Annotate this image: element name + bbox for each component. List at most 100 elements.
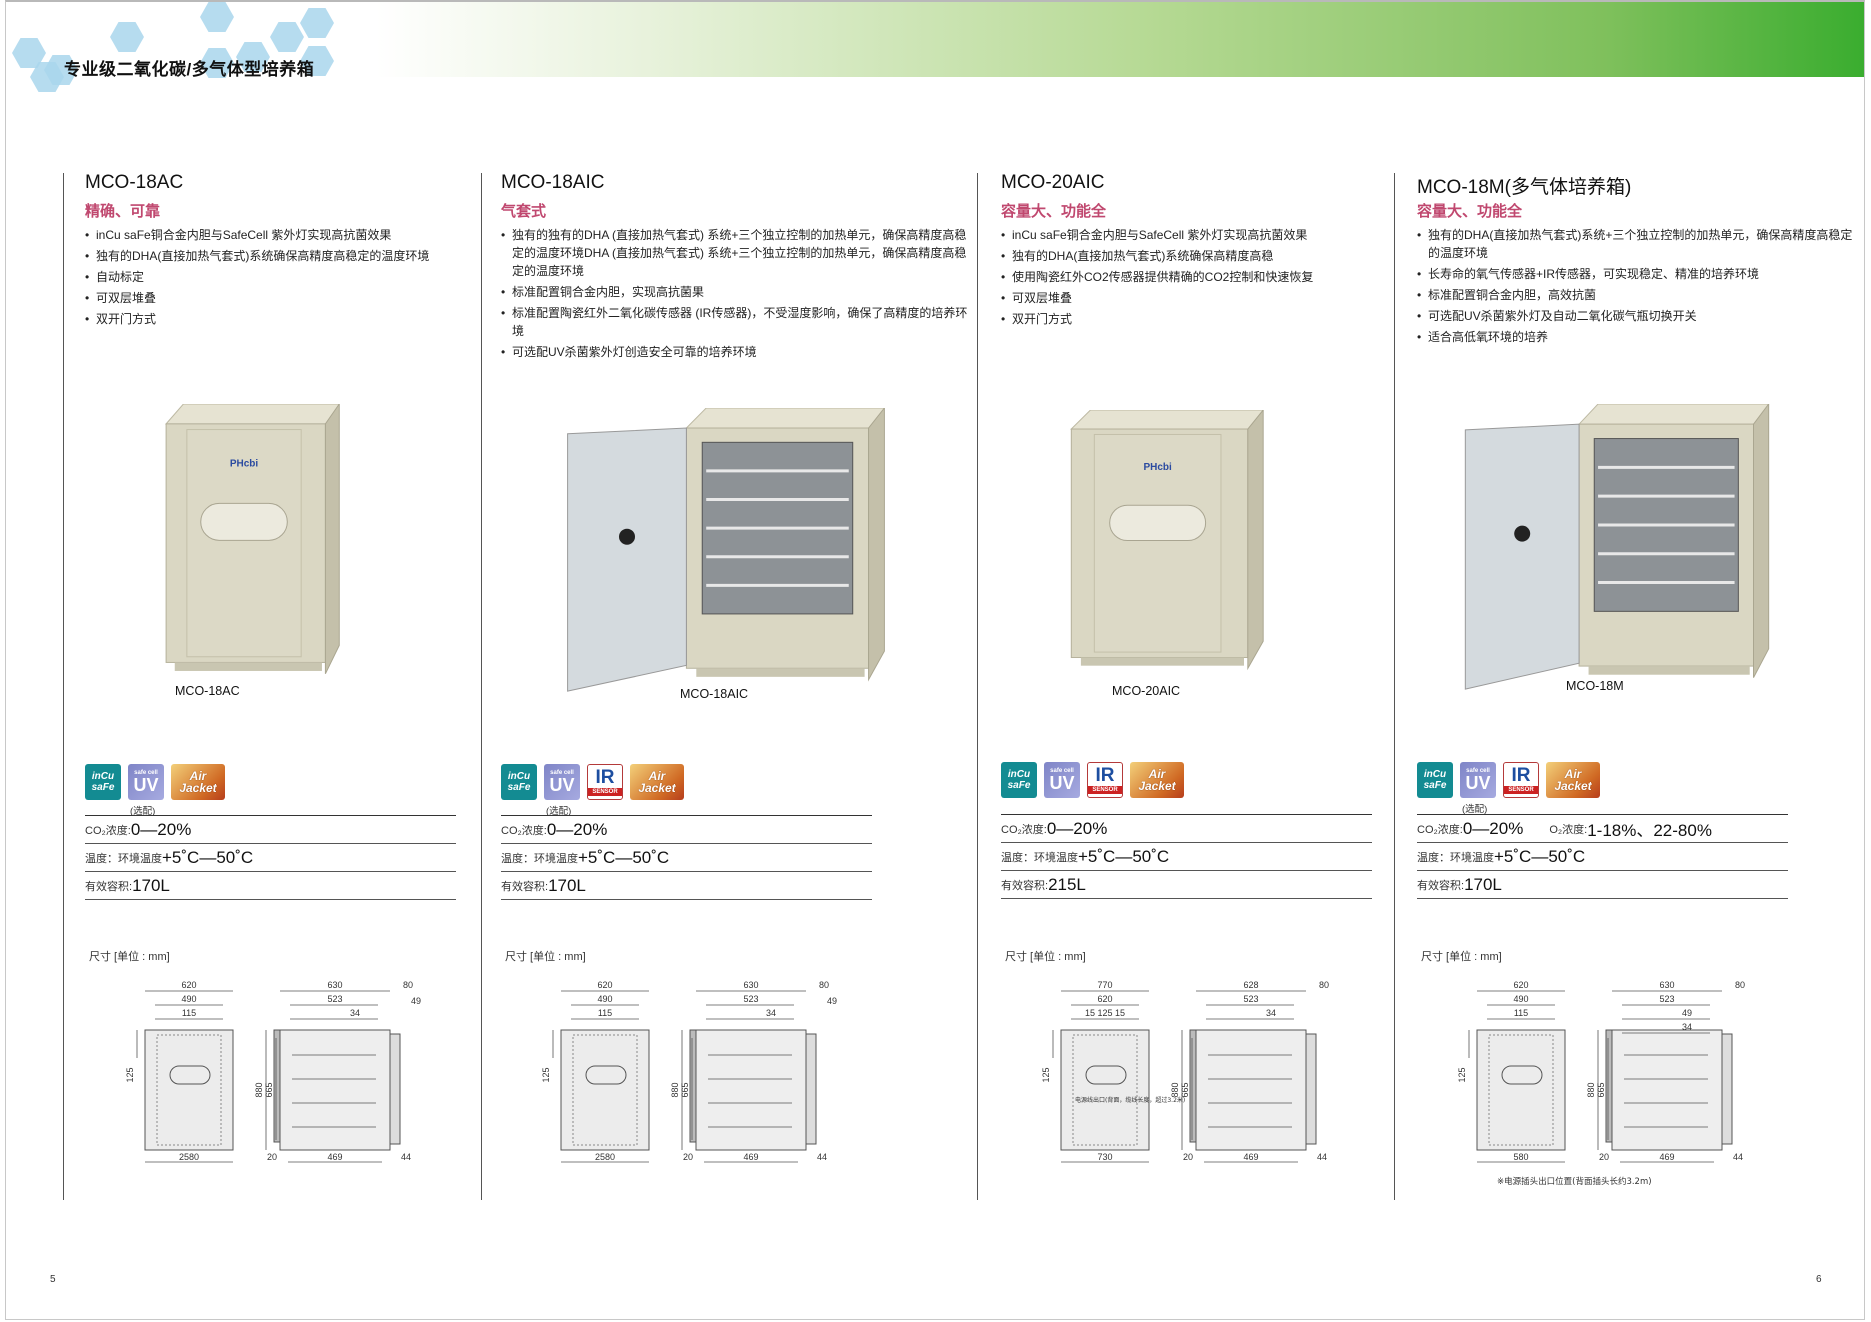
cabinet-base [696, 668, 865, 677]
feature-item: 适合高低氧环境的培养 [1417, 328, 1857, 346]
outer-door [1093, 433, 1222, 653]
brand-logo: PHcbi [1143, 462, 1172, 473]
dimension-label: 469 [327, 1152, 342, 1162]
badge-text: Air [1564, 767, 1582, 781]
dimension-label: 115 [182, 1008, 196, 1018]
badge-text: SENSOR [588, 788, 622, 796]
model-name: MCO-18AIC [501, 172, 605, 193]
glass-door [567, 427, 687, 692]
door-section [1189, 1029, 1197, 1143]
product-caption: MCO-20AIC [1112, 684, 1181, 698]
feature-item: 自动标定 [85, 268, 485, 286]
dimension-label: 34 [766, 1008, 776, 1018]
feature-item: 可选配UV杀菌紫外灯创造安全可靠的培养环境 [501, 343, 971, 361]
dimension-label: 523 [1659, 994, 1674, 1004]
product-column-3: MCO-18M(多气体培养箱)容量大、功能全独有的DHA(直接加热气套式)系统+… [1417, 172, 1857, 349]
control-panel [1109, 504, 1207, 542]
spec-value: 170L [132, 875, 170, 895]
front-view [560, 1029, 650, 1151]
hexagon-shape [200, 2, 234, 32]
dimension-label: 115 [598, 1008, 612, 1018]
feature-list: 独有的独有的DHA (直接加热气套式) 系统+三个独立控制的加热单元，确保高精度… [501, 226, 971, 361]
badge-text: UV [133, 775, 159, 795]
door-handle [1514, 525, 1531, 542]
dimension-label: 630 [743, 980, 758, 990]
door-section [689, 1029, 697, 1143]
column-divider [63, 173, 64, 1200]
feature-item: 标准配置铜合金内胆，高效抗菌 [1417, 286, 1857, 304]
feature-list: inCu saFe铜合金内胆与SafeCell 紫外灯实现高抗菌效果独有的DHA… [1001, 226, 1401, 328]
badge-text: SENSOR [1088, 786, 1122, 794]
spec-value: +5˚C—50˚C [578, 847, 670, 867]
dimension-label: 44 [817, 1152, 827, 1162]
incubator-photo: PHcbi [165, 404, 340, 675]
badge-text: UV [1049, 773, 1075, 793]
inner-door-outline [1488, 1034, 1554, 1146]
side-view [1195, 1029, 1307, 1151]
brand-logo: PHcbi [230, 458, 259, 469]
side-view [695, 1029, 807, 1151]
optional-note: (选配) [546, 806, 572, 817]
tagline: 气套式 [501, 203, 547, 220]
dimension-label: 469 [1243, 1152, 1258, 1162]
front-view [1476, 1029, 1566, 1151]
spec-label: CO₂浓度: [501, 824, 547, 837]
badge-text: Air [189, 769, 207, 783]
dimension-label: 80 [819, 980, 829, 990]
dimension-label: 620 [597, 980, 612, 990]
cabinet-side [1753, 404, 1770, 678]
feature-item: 可选配UV杀菌紫外灯及自动二氧化碳气瓶切换开关 [1417, 307, 1857, 325]
inner-door-outline [156, 1034, 222, 1146]
feature-item: 独有的DHA(直接加热气套式)系统+三个独立控制的加热单元，确保高精度高稳定的温… [1417, 226, 1857, 262]
spec-row: 有效容积:170L [501, 872, 872, 900]
badge-text: UV [1465, 773, 1491, 793]
spec-value: 215L [1048, 874, 1086, 894]
dimension-label: 665 [680, 1082, 690, 1097]
badge-text: saFe [507, 782, 531, 793]
dimension-label: 469 [1659, 1152, 1674, 1162]
feature-item: 双开门方式 [1001, 310, 1401, 328]
tagline: 精确、可靠 [85, 203, 161, 220]
tagline: 容量大、功能全 [1417, 203, 1523, 220]
product-image: PHcbi [1070, 410, 1264, 671]
spec-row: CO₂浓度:0—20% [1001, 815, 1372, 843]
dimension-label: 125 [1457, 1067, 1467, 1082]
rear-panel [1721, 1033, 1733, 1145]
dimension-label: 2580 [179, 1152, 199, 1162]
spec-label: 有效容积: [501, 880, 549, 893]
product-column-1: MCO-18AIC 气套式独有的独有的DHA (直接加热气套式) 系统+三个独立控… [501, 172, 971, 364]
badge-text: UV [549, 775, 575, 795]
dimension-label: 620 [181, 980, 196, 990]
panel-outline [169, 1065, 211, 1085]
dimension-label: 880 [670, 1082, 680, 1097]
door-section [1605, 1029, 1613, 1143]
dimension-label: 20 [683, 1152, 693, 1162]
spec-label: 有效容积: [85, 880, 133, 893]
cabinet-side [868, 408, 885, 682]
dimension-label: 44 [1317, 1152, 1327, 1162]
badge-text: Jacket [1554, 779, 1592, 793]
feature-item: 独有的独有的DHA (直接加热气套式) 系统+三个独立控制的加热单元，确保高精度… [501, 226, 971, 280]
spec-row: 温度：环境温度+5˚C—50˚C [1417, 843, 1788, 871]
dimension-label: 523 [1243, 994, 1258, 1004]
spec-value: +5˚C—50˚C [1494, 846, 1586, 866]
spec-label: 温度：环境温度 [501, 852, 578, 865]
feature-item: 独有的DHA(直接加热气套式)系统确保高精度高稳定的温度环境 [85, 247, 485, 265]
dimension-label: 630 [327, 980, 342, 990]
badge-text: safe cell [134, 770, 158, 776]
dimension-label: 665 [264, 1082, 274, 1097]
feature-list: inCu saFe铜合金内胆与SafeCell 紫外灯实现高抗菌效果独有的DHA… [85, 226, 485, 328]
spec-row: CO₂浓度:0—20% [85, 816, 456, 844]
feature-item: 标准配置铜合金内胆，实现高抗菌果 [501, 283, 971, 301]
dimension-label: 490 [1513, 994, 1528, 1004]
dimension-label: 44 [1733, 1152, 1743, 1162]
spec-label: 温度：环境温度 [85, 852, 162, 865]
feature-item: inCu saFe铜合金内胆与SafeCell 紫外灯实现高抗菌效果 [1001, 226, 1401, 244]
feature-item: 双开门方式 [85, 310, 485, 328]
